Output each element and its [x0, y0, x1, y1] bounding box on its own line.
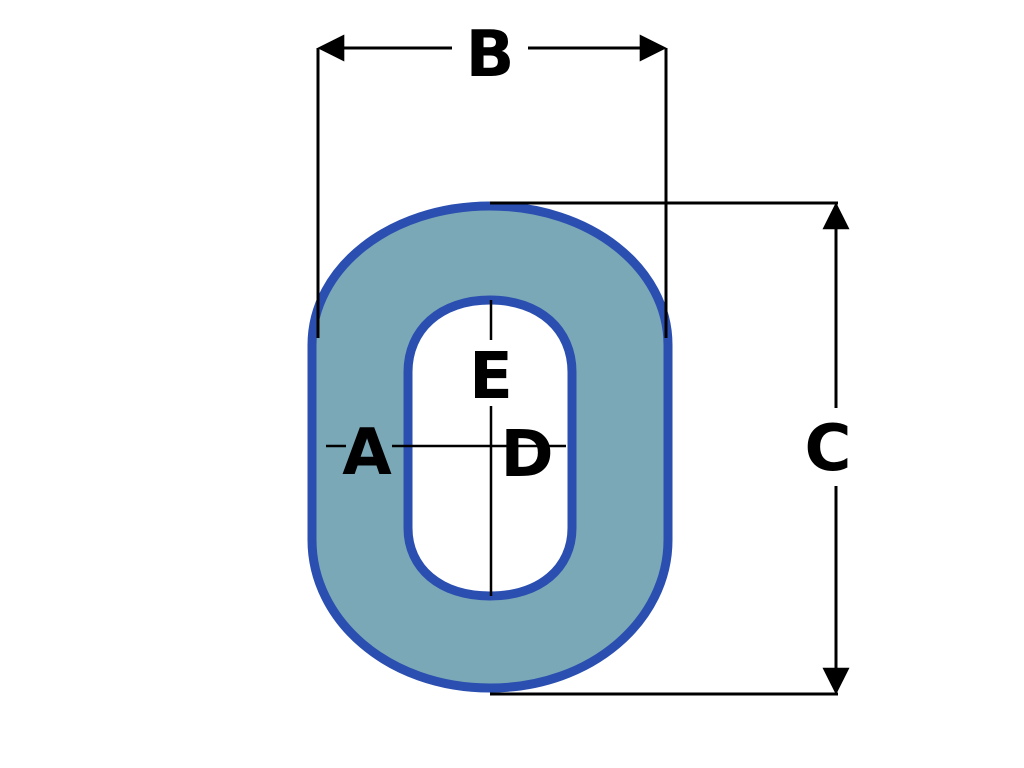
- dimension-e-label: E: [469, 340, 513, 414]
- dimension-b-label: B: [466, 18, 515, 92]
- dimension-a-label: A: [342, 416, 392, 490]
- chain-link-body: [307, 201, 673, 693]
- dimension-c-label: C: [805, 412, 852, 486]
- dimension-d-label: D: [500, 418, 553, 492]
